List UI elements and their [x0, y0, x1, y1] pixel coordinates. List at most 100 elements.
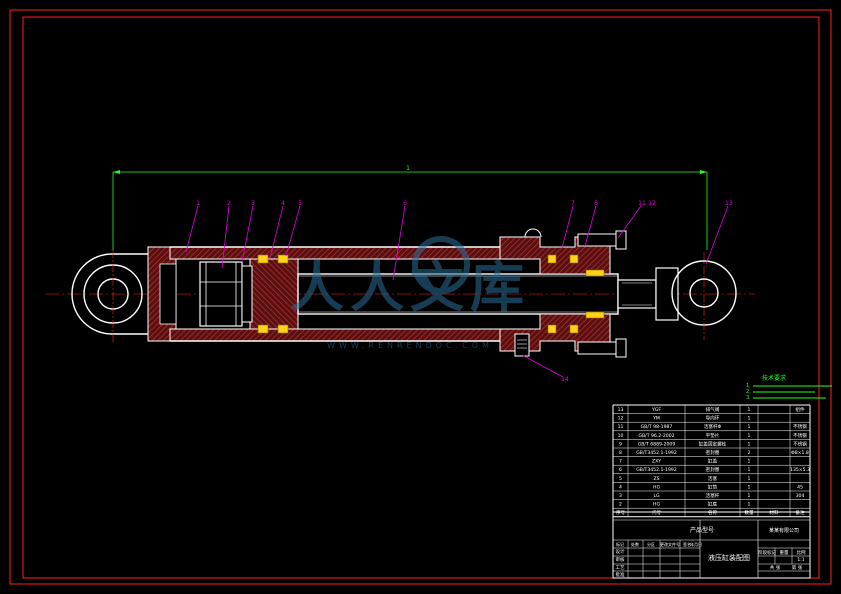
table-cell: 45: [797, 484, 803, 490]
table-cell: 缸筒: [708, 483, 718, 490]
table-cell: 不锈钢: [793, 440, 807, 447]
technical-requirements: 技术要求 1. 2. 3.: [746, 374, 832, 401]
table-cell: 不锈钢: [793, 423, 807, 430]
title-sheet-total: 共 张: [770, 564, 781, 571]
title-company: 某某有限公司: [769, 527, 799, 534]
tech-req-item: 2.: [746, 389, 751, 395]
table-cell: GB/T 6889-2009: [638, 441, 676, 447]
table-cell: ZS: [653, 476, 659, 482]
table-cell: 1: [748, 493, 751, 499]
balloon-label: 3: [251, 200, 255, 207]
table-cell: YM: [652, 416, 660, 422]
title-stage: 阶段标记: [758, 549, 776, 556]
title-approve: 批准: [616, 571, 625, 578]
outer-frame: [9, 9, 832, 585]
table-cell: Φ8×1.8: [791, 450, 809, 456]
balloon-label: 1: [196, 200, 200, 207]
title-weight: 重量: [780, 549, 789, 556]
inner-frame: [22, 16, 820, 579]
sign-col: 签名: [683, 541, 691, 547]
title-scale: 1:1: [797, 557, 804, 563]
table-cell: 1: [748, 502, 751, 508]
balloon-label: 13: [725, 200, 733, 207]
table-cell: YGF: [651, 407, 661, 413]
table-cell: 密封圈: [706, 449, 720, 456]
table-cell: 4: [619, 484, 622, 490]
sign-col: 标记: [616, 541, 624, 547]
table-cell: GB/T3452.1-1992: [636, 450, 677, 456]
table-cell: 活塞杆: [706, 492, 720, 499]
table-cell: 排气阀: [706, 406, 720, 413]
table-cell: 1: [748, 424, 751, 430]
piston: [249, 254, 299, 334]
balloon-label: 6: [403, 200, 407, 207]
table-cell: 1: [748, 441, 751, 447]
tech-req-item: 1.: [746, 383, 751, 389]
balloon-label: 11: [638, 200, 646, 207]
balloon-label: 2: [227, 200, 231, 207]
table-cell: 数量: [744, 509, 754, 516]
table-cell: HG: [653, 484, 660, 490]
table-cell: 1: [748, 407, 751, 413]
table-cell: 代号: [652, 509, 662, 516]
oil-port: [514, 333, 530, 357]
sign-col: 分区: [647, 541, 655, 547]
title-sheet-no: 第 张: [792, 564, 803, 571]
table-cell: 304: [796, 493, 805, 499]
watermark-text: 人人文库: [290, 256, 530, 319]
table-cell: 1: [748, 416, 751, 422]
table-cell: 9: [619, 441, 622, 447]
table-cell: 组件: [795, 406, 805, 413]
table-cell: 2: [748, 450, 751, 456]
title-sign-row: 标记 处数 分区 更改文件号 签名 年月日: [616, 541, 702, 547]
tech-req-title: 技术要求: [762, 374, 786, 382]
table-cell: 13: [618, 407, 624, 413]
title-drawing-name: 液压缸装配图: [708, 553, 750, 562]
table-cell: 8: [619, 450, 622, 456]
table-cell: 6: [619, 467, 622, 473]
table-cell: 5: [619, 476, 622, 482]
title-process: 工艺: [616, 565, 625, 571]
table-cell: 1: [748, 484, 751, 490]
table-cell: 活塞杆Φ: [704, 423, 722, 430]
watermark: 人人文库 WWW.RENRENDOC.COM: [290, 236, 530, 350]
sign-col: 处数: [631, 541, 639, 547]
table-cell: 缸底: [708, 501, 718, 508]
cylinder-bottom: [147, 246, 177, 342]
dimension-text: 1: [406, 165, 410, 172]
sign-col: 年月日: [690, 541, 702, 547]
table-cell: ZXY: [652, 459, 661, 465]
table-cell: 缸盖: [708, 458, 718, 465]
right-eye-mount: [617, 252, 737, 340]
balloon-label: 7: [571, 200, 575, 207]
title-check: 审核: [616, 556, 625, 563]
table-cell: 10: [618, 433, 624, 439]
table-cell: 1: [748, 433, 751, 439]
table-cell: 备注: [795, 509, 805, 516]
table-cell: 密封圈: [706, 466, 720, 473]
table-cell: 导向环: [706, 415, 720, 422]
watermark-subtext: WWW.RENRENDOC.COM: [327, 341, 493, 350]
balloon-label: 12: [648, 200, 656, 207]
table-cell: 1: [748, 467, 751, 473]
piston-rod: [297, 273, 619, 315]
balloon-label: 8: [594, 200, 598, 207]
table-cell: LG: [653, 493, 660, 499]
balloon-labels: 1 2 3 4 5 6 7 8 11 12 13 14: [196, 200, 733, 383]
title-ratio: 比例: [797, 549, 806, 556]
title-product-code: 产品型号: [690, 526, 714, 534]
table-cell: 材料: [769, 509, 779, 516]
table-cell: 1: [748, 476, 751, 482]
table-cell: 12: [618, 416, 624, 422]
tech-req-item: 3.: [746, 395, 751, 401]
balloon-leaders: [185, 205, 729, 378]
sign-col: 更改文件号: [660, 541, 680, 547]
balloon-label: 5: [298, 200, 302, 207]
table-cell: 不锈钢: [793, 432, 807, 439]
table-cell: 2: [619, 502, 622, 508]
table-cell: 序号: [616, 509, 626, 516]
table-cell: 活塞: [708, 475, 718, 482]
table-cell: 3: [619, 493, 622, 499]
table-cell: GB/T 98-1987: [641, 424, 673, 430]
